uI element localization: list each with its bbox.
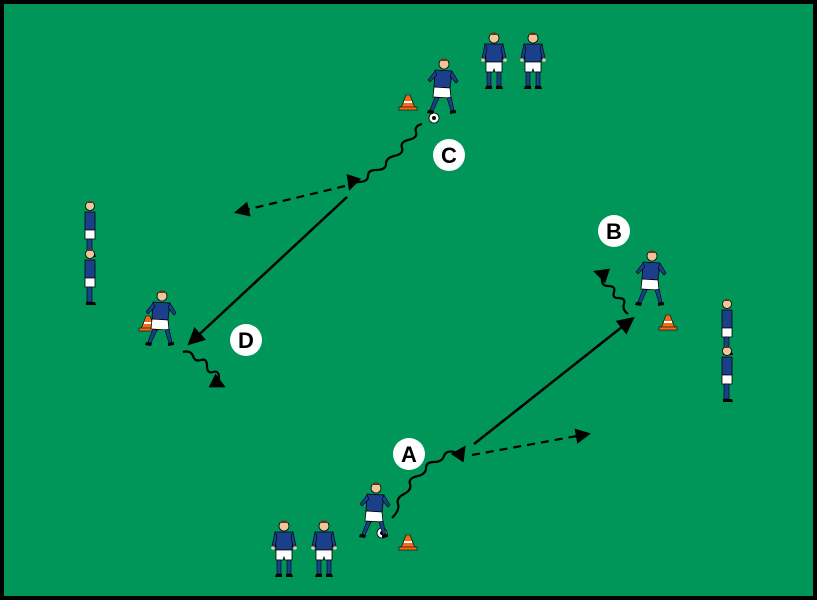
label-a: A <box>393 438 425 470</box>
pass-arrow-c-d <box>187 196 348 346</box>
dribble-arrow-a <box>391 445 466 519</box>
dribble-arrow-c <box>346 122 423 191</box>
label-d-text: D <box>238 328 254 353</box>
label-c: C <box>433 139 465 171</box>
pitch-surface <box>4 4 813 596</box>
dribble-arrow-b <box>593 268 629 315</box>
label-c-text: C <box>441 143 457 168</box>
pass-arrow-a-b <box>473 316 635 445</box>
run-arrow-c <box>234 184 346 217</box>
label-b: B <box>598 215 630 247</box>
run-arrow-a <box>471 428 592 457</box>
label-b-text: B <box>606 219 622 244</box>
label-d: D <box>230 324 262 356</box>
dribble-arrow-d <box>182 350 226 388</box>
label-a-text: A <box>401 442 417 467</box>
ball-icon <box>428 112 440 124</box>
